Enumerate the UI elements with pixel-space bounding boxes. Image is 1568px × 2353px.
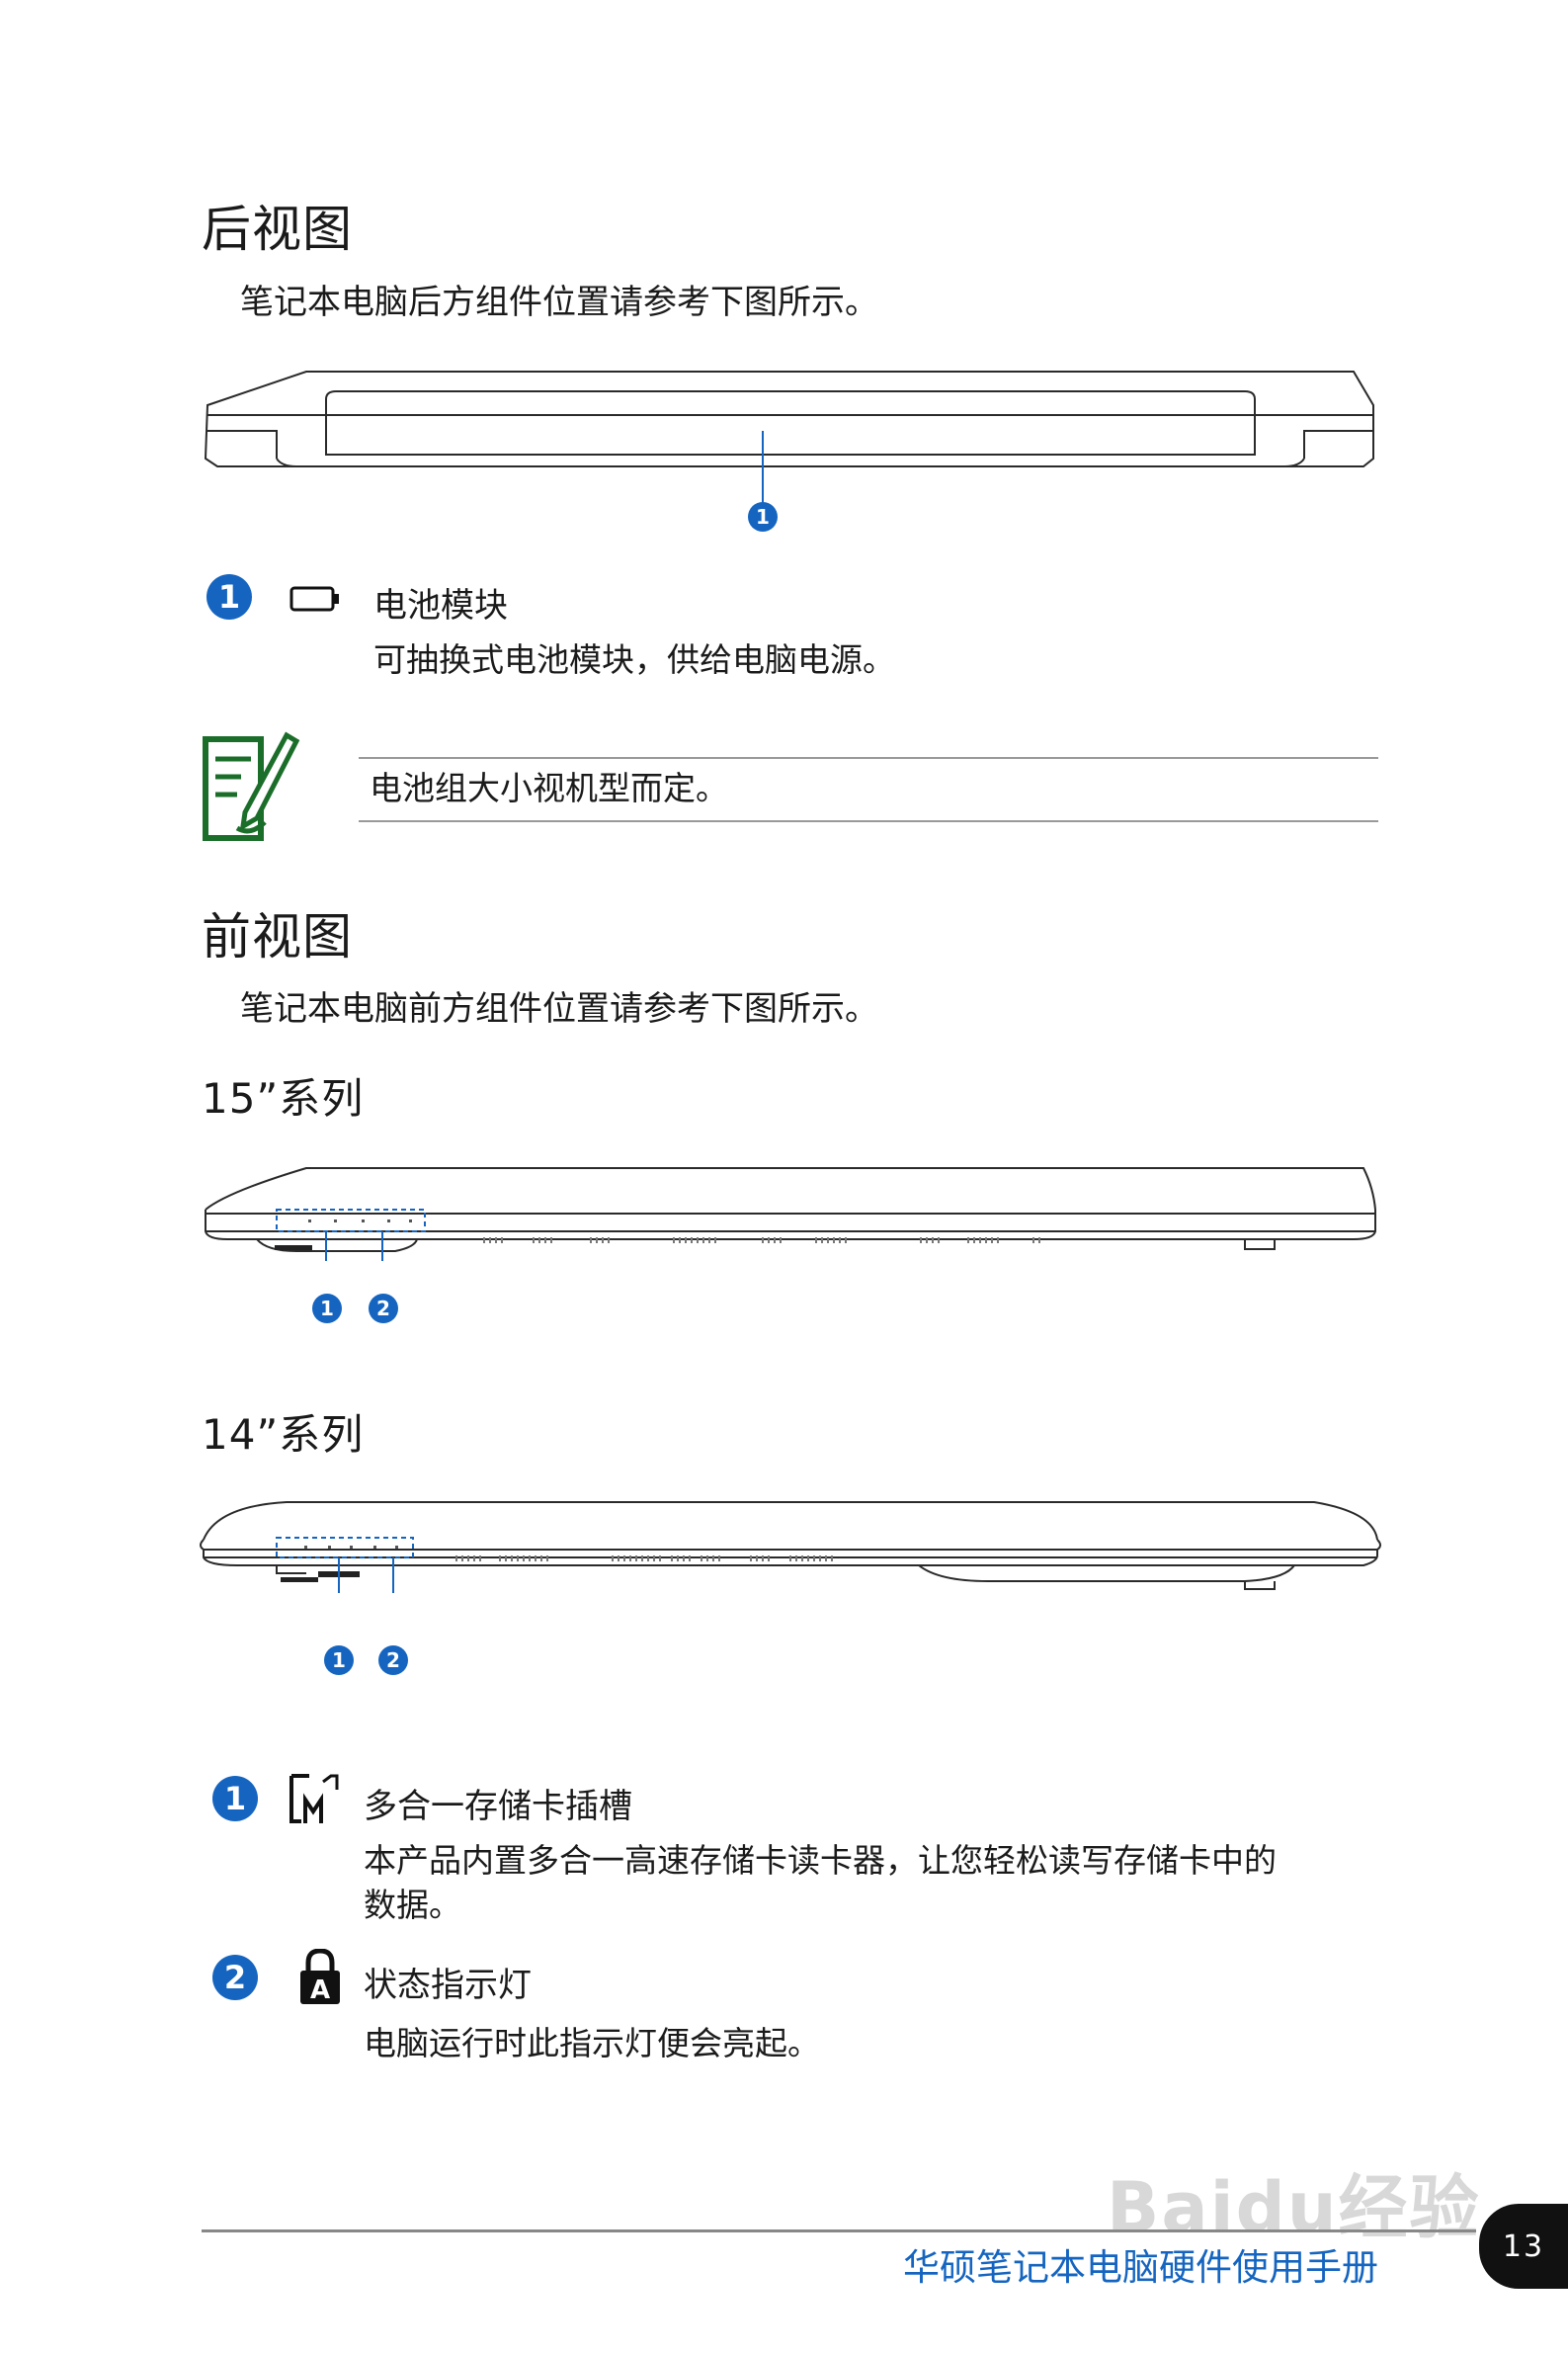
- front-item-1-description-line2: 数据。: [364, 1886, 461, 1924]
- note-pencil-icon: [202, 725, 300, 844]
- front-view-heading: 前视图: [202, 908, 353, 966]
- footer-rule: [202, 2229, 1476, 2232]
- rear-item-description: 可抽换式电池模块，供给电脑电源。: [373, 640, 895, 679]
- rear-item-label: 电池模块: [373, 586, 508, 626]
- rear-view-heading: 后视图: [202, 201, 353, 258]
- series-15-marker-1: 1: [312, 1294, 342, 1323]
- svg-text:A: A: [310, 1975, 330, 2005]
- rear-view-intro: 笔记本电脑后方组件位置请参考下图所示。: [240, 283, 878, 322]
- front-item-1-description-line1: 本产品内置多合一高速存储卡读卡器，让您轻松读写存储卡中的: [364, 1841, 1277, 1880]
- page-number: 13: [1479, 2204, 1568, 2289]
- footer-title: 华硕笔记本电脑硬件使用手册: [903, 2246, 1378, 2289]
- memory-card-icon: [288, 1772, 339, 1825]
- front-laptop-14-illustration: [200, 1501, 1381, 1593]
- rear-callout-marker: 1: [748, 502, 778, 532]
- series-15-marker-2: 2: [369, 1294, 398, 1323]
- battery-icon: [289, 586, 339, 612]
- watermark: Baidu经验: [1107, 2167, 1481, 2248]
- note-bottom-rule: [359, 820, 1378, 822]
- front-item-1-label: 多合一存储卡插槽: [364, 1787, 632, 1826]
- series-14-marker-1: 1: [324, 1645, 354, 1675]
- series-15-label: 15”系列: [202, 1074, 365, 1123]
- front-item-2-number: 2: [212, 1955, 258, 2000]
- front-item-1-number: 1: [212, 1776, 258, 1821]
- capslock-indicator-icon: A: [296, 1948, 344, 2006]
- series-14-marker-2: 2: [378, 1645, 408, 1675]
- front-laptop-15-illustration: [205, 1167, 1376, 1261]
- series-14-label: 14”系列: [202, 1410, 365, 1459]
- note-top-rule: [359, 757, 1378, 759]
- rear-item-number: 1: [206, 574, 252, 620]
- front-item-2-label: 状态指示灯: [364, 1966, 532, 2005]
- note-text: 电池组大小视机型而定。: [370, 769, 728, 807]
- front-item-2-description: 电脑运行时此指示灯便会亮起。: [364, 2024, 820, 2062]
- front-view-intro: 笔记本电脑前方组件位置请参考下图所示。: [240, 989, 878, 1029]
- rear-laptop-illustration: [204, 371, 1374, 504]
